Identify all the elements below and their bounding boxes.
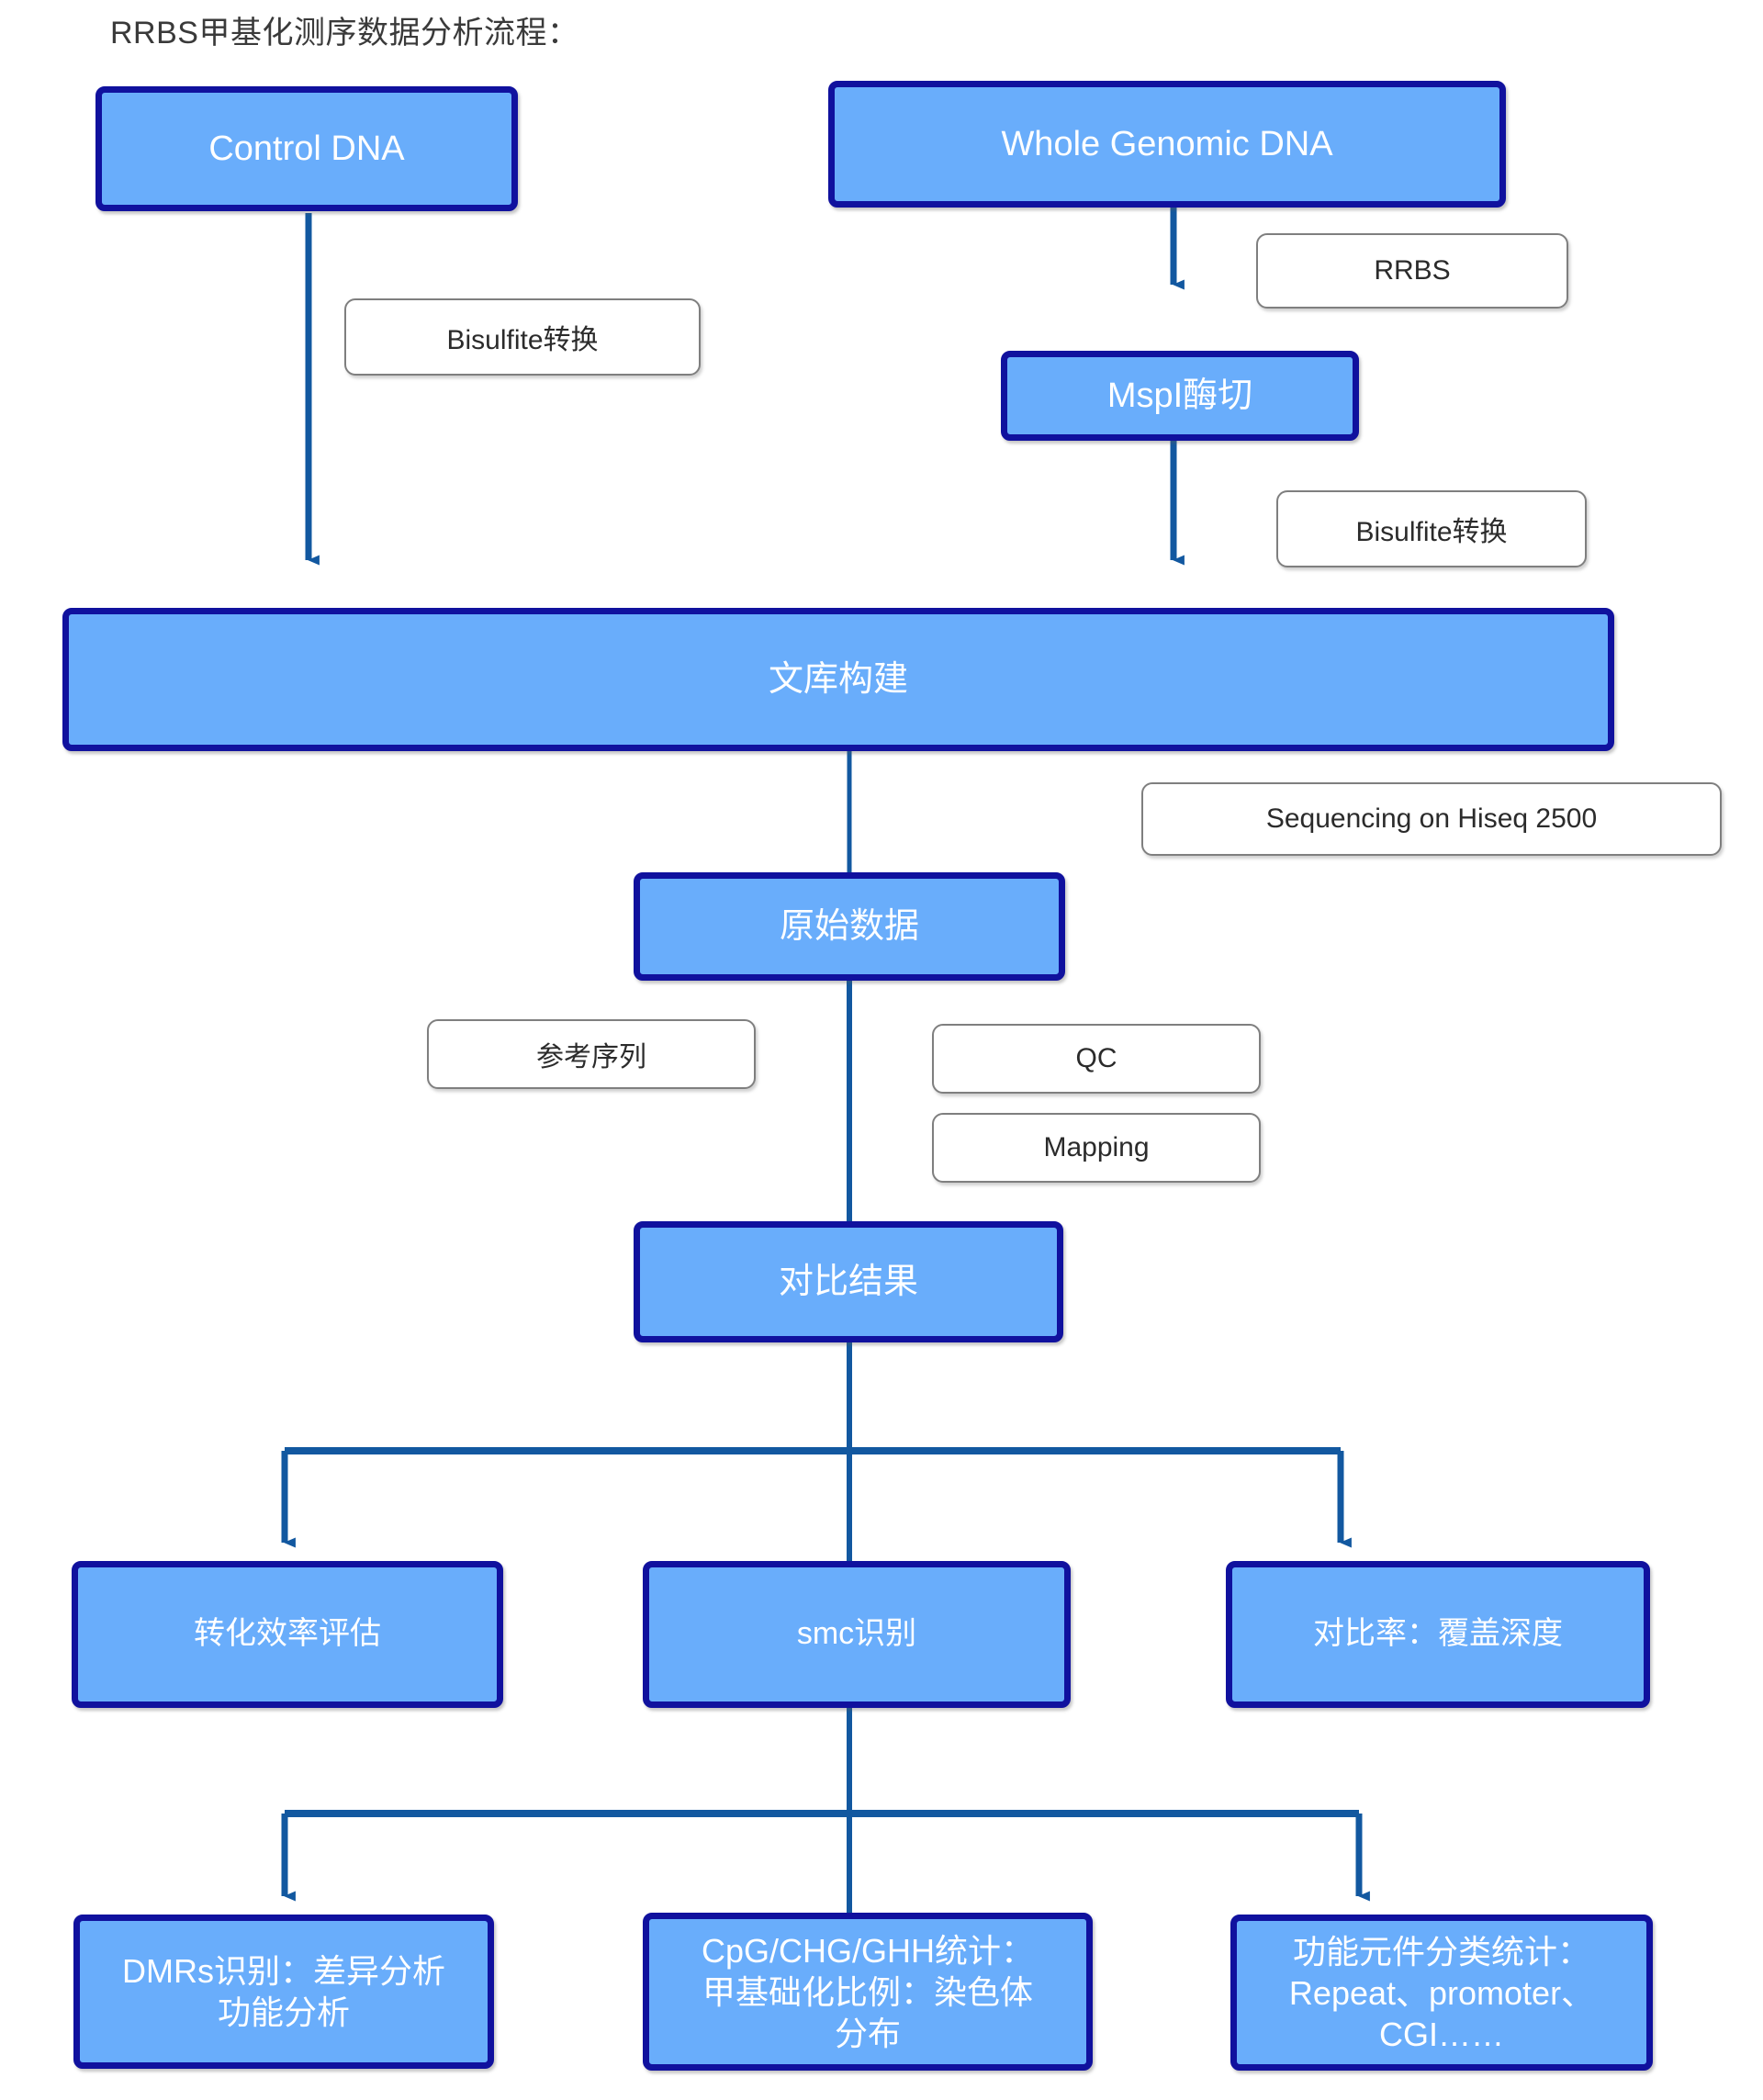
label-sequencing-hiseq[interactable]: Sequencing on Hiseq 2500 — [1141, 782, 1722, 856]
label-bisulfite-conversion-left[interactable]: Bisulfite转换 — [344, 298, 701, 376]
page-title: RRBS甲基化测序数据分析流程： — [110, 16, 579, 51]
node-whole-genomic-dna[interactable]: Whole Genomic DNA — [828, 81, 1506, 208]
label-bisulfite-conversion-right[interactable]: Bisulfite转换 — [1276, 490, 1587, 567]
label-qc[interactable]: QC — [932, 1024, 1261, 1094]
label-mapping[interactable]: Mapping — [932, 1113, 1261, 1183]
label-reference-sequence[interactable]: 参考序列 — [427, 1019, 756, 1089]
node-conversion-efficiency[interactable]: 转化效率评估 — [72, 1561, 503, 1708]
label-rrbs[interactable]: RRBS — [1256, 233, 1568, 309]
node-library-construction[interactable]: 文库构建 — [62, 608, 1614, 751]
node-mspi-digestion[interactable]: MspI酶切 — [1001, 351, 1359, 441]
node-functional-elements[interactable]: 功能元件分类统计： Repeat、promoter、 CGI…… — [1230, 1915, 1653, 2071]
node-alignment-result[interactable]: 对比结果 — [634, 1221, 1063, 1342]
node-smc-identification[interactable]: smc识别 — [643, 1561, 1071, 1708]
node-cpg-statistics[interactable]: CpG/CHG/GHH统计： 甲基础化比例：染色体 分布 — [643, 1913, 1093, 2071]
node-control-dna[interactable]: Control DNA — [95, 86, 518, 211]
node-alignment-rate-depth[interactable]: 对比率：覆盖深度 — [1226, 1561, 1650, 1708]
node-raw-data[interactable]: 原始数据 — [634, 872, 1065, 981]
node-dmrs-identification[interactable]: DMRs识别：差异分析 功能分析 — [73, 1915, 494, 2069]
